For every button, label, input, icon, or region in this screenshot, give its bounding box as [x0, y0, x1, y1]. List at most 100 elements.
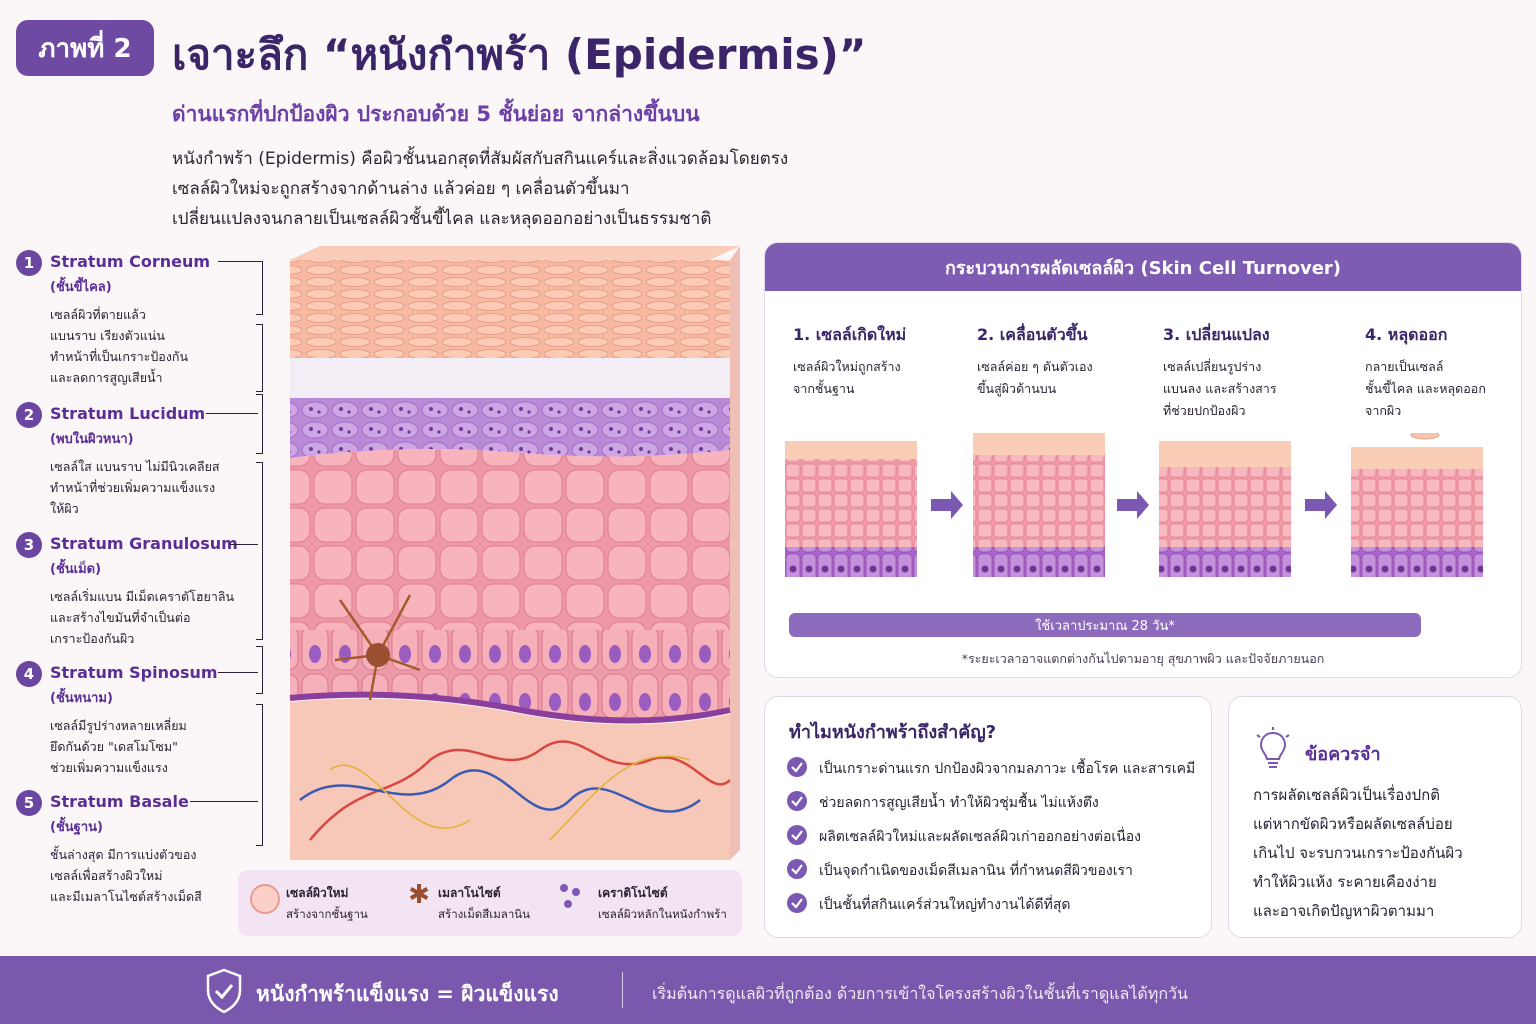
step-desc-line: ที่ช่วยปกป้องผิว	[1163, 403, 1246, 418]
step-desc-line: เซลล์ค่อย ๆ ดันตัวเอง	[977, 359, 1093, 374]
step-title: 1. เซลล์เกิดใหม่	[793, 325, 907, 344]
desc-line: และสร้างไขมันที่จำเป็นต่อ	[50, 610, 191, 625]
layer-basale	[290, 630, 730, 721]
layer-number: 3	[16, 532, 42, 558]
step-desc-line: ชั้นขี้ไคล และหลุดออก	[1365, 381, 1486, 396]
layer-label-corneum: 1 Stratum Corneum (ชั้นขี้ไคล) เซลล์ผิวท…	[16, 250, 236, 390]
check-icon	[787, 893, 807, 913]
side-face	[730, 246, 740, 860]
legend-title: เมลาโนไซต์	[438, 886, 501, 900]
desc-line: เกราะป้องกันผิว	[50, 631, 135, 646]
layer-description: เซลล์เริ่มแบน มีเม็ดเคราตัโฮยาลิน และสร้…	[50, 586, 234, 649]
turnover-step-2: 2. เคลื่อนตัวขึ้น เซลล์ค่อย ๆ ดันตัวเอง …	[977, 323, 1093, 400]
page-title: เจาะลึก “หนังกำพร้า (Epidermis)”	[172, 30, 867, 79]
layer-number: 5	[16, 790, 42, 816]
step-title: 2. เคลื่อนตัวขึ้น	[977, 325, 1088, 344]
arrow-icon	[1305, 491, 1337, 519]
why-item-text: เป็นจุดกำเนิดของเม็ดสีเมลานิน ที่กำหนดสี…	[819, 863, 1133, 879]
layer-name: Stratum Spinosum	[50, 663, 218, 682]
step-desc-line: ขึ้นสู่ผิวด้านบน	[977, 381, 1057, 396]
check-icon	[787, 825, 807, 845]
layer-name: Stratum Lucidum	[50, 404, 206, 423]
turnover-block-4	[1351, 433, 1483, 577]
legend-desc: สร้างจากชั้นฐาน	[286, 907, 368, 921]
tip-line: ทำให้ผิวแห้ง ระคายเคืองง่าย	[1253, 873, 1437, 891]
page-subtitle: ด่านแรกที่ปกป้องผิว ประกอบด้วย 5 ชั้นย่อ…	[172, 102, 700, 126]
step-title: 4. หลุดออก	[1365, 325, 1448, 344]
desc-line: ทำหน้าที่ช่วยเพิ่มความแข็งแรง	[50, 480, 216, 495]
tip-line: และอาจเกิดปัญหาผิวตามมา	[1253, 902, 1435, 920]
layer-granulosum	[290, 398, 730, 458]
step-desc-line: กลายเป็นเซลล์	[1365, 359, 1444, 374]
turnover-step-1: 1. เซลล์เกิดใหม่ เซลล์ผิวใหม่ถูกสร้าง จา…	[793, 323, 906, 400]
arrow-icon	[931, 491, 963, 519]
desc-line: และมีเมลาโนไซต์สร้างเม็ดสี	[50, 889, 202, 904]
layer-thai-name: (ชั้นหนาม)	[50, 691, 113, 706]
keratinocyte-icon	[556, 884, 586, 914]
tip-body: การผลัดเซลล์ผิวเป็นเรื่องปกติ แต่หากขัดผ…	[1253, 781, 1463, 926]
legend-desc: สร้างเม็ดสีเมลานิน	[438, 907, 531, 921]
layer-corneum	[290, 260, 730, 358]
desc-line: ทำหน้าที่เป็นเกราะป้องกัน	[50, 349, 189, 364]
dermis-layer	[290, 698, 730, 860]
desc-line: ให้ผิว	[50, 501, 79, 516]
layer-label-spinosum: 4 Stratum Spinosum (ชั้นหนาม) เซลล์มีรูป…	[16, 661, 236, 781]
check-icon	[787, 757, 807, 777]
step-desc-line: จากผิว	[1365, 403, 1402, 418]
turnover-panel: กระบวนการผลัดเซลล์ผิว (Skin Cell Turnove…	[764, 242, 1522, 678]
layer-label-lucidum: 2 Stratum Lucidum (พบในผิวหนา) เซลล์ใส แ…	[16, 402, 236, 522]
desc-line: และลดการสูญเสียน้ำ	[50, 370, 163, 385]
desc-line: เซลล์เพื่อสร้างผิวใหม่	[50, 868, 163, 883]
skin-cross-section-illustration	[289, 246, 740, 860]
legend-desc: เซลล์ผิวหลักในหนังกำพร้า	[598, 907, 727, 921]
connector-line	[230, 544, 258, 545]
why-title: ทำไมหนังกำพร้าถึงสำคัญ?	[789, 722, 997, 743]
connector-line	[190, 801, 258, 802]
why-item-text: เป็นเกราะด่านแรก ปกป้องผิวจากมลภาวะ เชื้…	[819, 761, 1196, 777]
step-desc: เซลล์เปลี่ยนรูปร่าง แบนลง และสร้างสาร ที…	[1163, 356, 1277, 422]
footer-banner: หนังกำพร้าแข็งแรง = ผิวแข็งแรง เริ่มต้นก…	[0, 956, 1536, 1024]
connector-line	[206, 413, 258, 414]
layer-name: Stratum Granulosum	[50, 534, 238, 553]
melanocyte-cell	[334, 594, 421, 701]
desc-line: เซลล์ผิวที่ตายแล้ว	[50, 307, 146, 322]
bracket-corneum	[256, 261, 263, 315]
arrow-icon	[1117, 491, 1149, 519]
bracket-basale	[256, 704, 263, 846]
lightbulb-icon	[1256, 727, 1290, 768]
layer-name: Stratum Basale	[50, 792, 189, 811]
step-desc-line: เซลล์ผิวใหม่ถูกสร้าง	[793, 359, 901, 374]
layer-number: 1	[16, 250, 42, 276]
check-icon	[787, 859, 807, 879]
footer-text: เริ่มต้นการดูแลผิวที่ถูกต้อง ด้วยการเข้า…	[652, 984, 1188, 1003]
layer-thai-name: (ชั้นขี้ไคล)	[50, 280, 112, 295]
step-desc-line: แบนลง และสร้างสาร	[1163, 381, 1277, 396]
why-item-text: ช่วยลดการสูญเสียน้ำ ทำให้ผิวชุ่มชื้น ไม่…	[819, 795, 1099, 811]
tip-line: การผลัดเซลล์ผิวเป็นเรื่องปกติ	[1253, 786, 1440, 804]
figure-badge: ภาพที่ 2	[16, 20, 154, 76]
turnover-step-4: 4. หลุดออก กลายเป็นเซลล์ ชั้นขี้ไคล และห…	[1365, 323, 1486, 422]
layer-label-granulosum: 3 Stratum Granulosum (ชั้นเม็ด) เซลล์เริ…	[16, 532, 238, 652]
connector-line	[218, 261, 258, 262]
turnover-title: กระบวนการผลัดเซลล์ผิว (Skin Cell Turnove…	[765, 243, 1521, 291]
time-footnote: *ระยะเวลาอาจแตกต่างกันไปตามอายุ สุขภาพผิ…	[961, 651, 1325, 666]
turnover-step-3: 3. เปลี่ยนแปลง เซลล์เปลี่ยนรูปร่าง แบนลง…	[1163, 323, 1277, 422]
intro-text: หนังกำพร้า (Epidermis) คือผิวชั้นนอกสุดท…	[172, 144, 788, 234]
tip-panel: ข้อควรจำ การผลัดเซลล์ผิวเป็นเรื่องปกติ แ…	[1228, 696, 1522, 938]
layer-description: เซลล์ผิวที่ตายแล้ว แบนราบ เรียงตัวแน่น ท…	[50, 304, 188, 388]
why-item-text: ผลิตเซลล์ผิวใหม่และผลัดเซลล์ผิวเก่าออกอย…	[819, 829, 1142, 845]
layer-description: เซลล์ใส แบนราบ ไม่มีนิวเคลียส ทำหน้าที่ช…	[50, 456, 220, 519]
step-desc-line: จากชั้นฐาน	[793, 381, 855, 396]
turnover-block-2	[973, 433, 1105, 577]
desc-line: ชั้นล่างสุด มีการแบ่งตัวของ	[50, 847, 197, 862]
desc-line: แบนราบ เรียงตัวแน่น	[50, 328, 165, 343]
tip-line: แต่หากขัดผิวหรือผลัดเซลล์บ่อย	[1253, 815, 1453, 833]
blood-vessel-red	[309, 740, 731, 841]
footer-slogan: หนังกำพร้าแข็งแรง = ผิวแข็งแรง	[256, 982, 559, 1006]
melanocyte-icon: ✱	[408, 880, 430, 910]
basement-membrane	[289, 691, 731, 724]
desc-line: เซลล์เริ่มแบน มีเม็ดเคราตัโฮยาลิน	[50, 589, 235, 604]
why-important-panel: ทำไมหนังกำพร้าถึงสำคัญ? เป็นเกราะด่านแรก…	[764, 696, 1212, 938]
blood-vessel-blue	[299, 769, 701, 813]
intro-line: เปลี่ยนแปลงจนกลายเป็นเซลล์ผิวชั้นขี้ไคล …	[172, 209, 712, 229]
